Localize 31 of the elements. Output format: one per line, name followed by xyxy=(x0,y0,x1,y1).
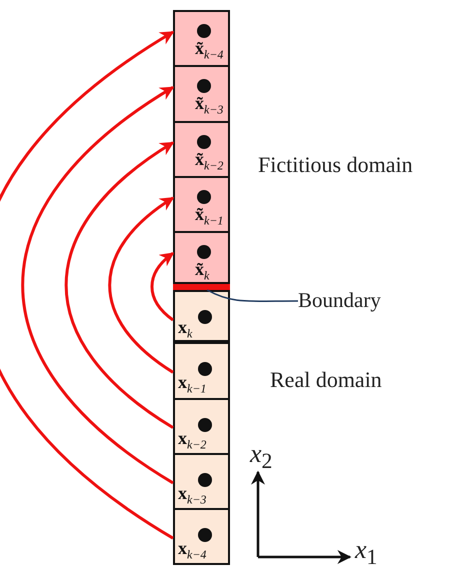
variable-label: x̃$_{k−4}$ xyxy=(195,39,224,61)
grid-cell xyxy=(173,508,230,566)
grid-cell xyxy=(173,342,230,400)
curved-arrow xyxy=(21,86,174,484)
axis-label: x$_{1}$ xyxy=(355,537,378,569)
grid-cell xyxy=(173,290,230,342)
grid-cell xyxy=(173,176,230,234)
boundary-label: Boundary xyxy=(298,290,381,311)
curved-arrow xyxy=(0,30,174,540)
variable-label: x̃$_{k−2}$ xyxy=(195,150,224,172)
variable-label: x̃$_{k−3}$ xyxy=(195,94,224,116)
axis-label: x$_{2}$ xyxy=(250,441,272,473)
curved-arrow xyxy=(150,252,174,322)
grid-cell xyxy=(173,398,230,455)
variable-label: x$_{k−1}$ xyxy=(178,373,206,395)
grid-cell xyxy=(173,10,230,68)
variable-label: x̃$_{k}$ xyxy=(195,260,210,282)
variable-label: x̃$_{k−1}$ xyxy=(195,204,224,226)
variable-label: x$_{k}$ xyxy=(178,318,192,340)
variable-label: x$_{k−3}$ xyxy=(178,484,206,506)
curved-arrow xyxy=(108,196,174,374)
variable-label: x$_{k−2}$ xyxy=(178,428,206,450)
grid-cell xyxy=(173,231,230,284)
grid-cell xyxy=(173,120,230,178)
domain-label: Real domain xyxy=(270,369,382,391)
curved-arrow xyxy=(64,141,174,429)
grid-cell xyxy=(173,452,230,510)
grid-cell xyxy=(173,65,230,123)
domain-label: Fictitious domain xyxy=(258,154,413,176)
variable-label: x$_{k−4}$ xyxy=(178,539,206,561)
leader-line xyxy=(206,289,298,302)
